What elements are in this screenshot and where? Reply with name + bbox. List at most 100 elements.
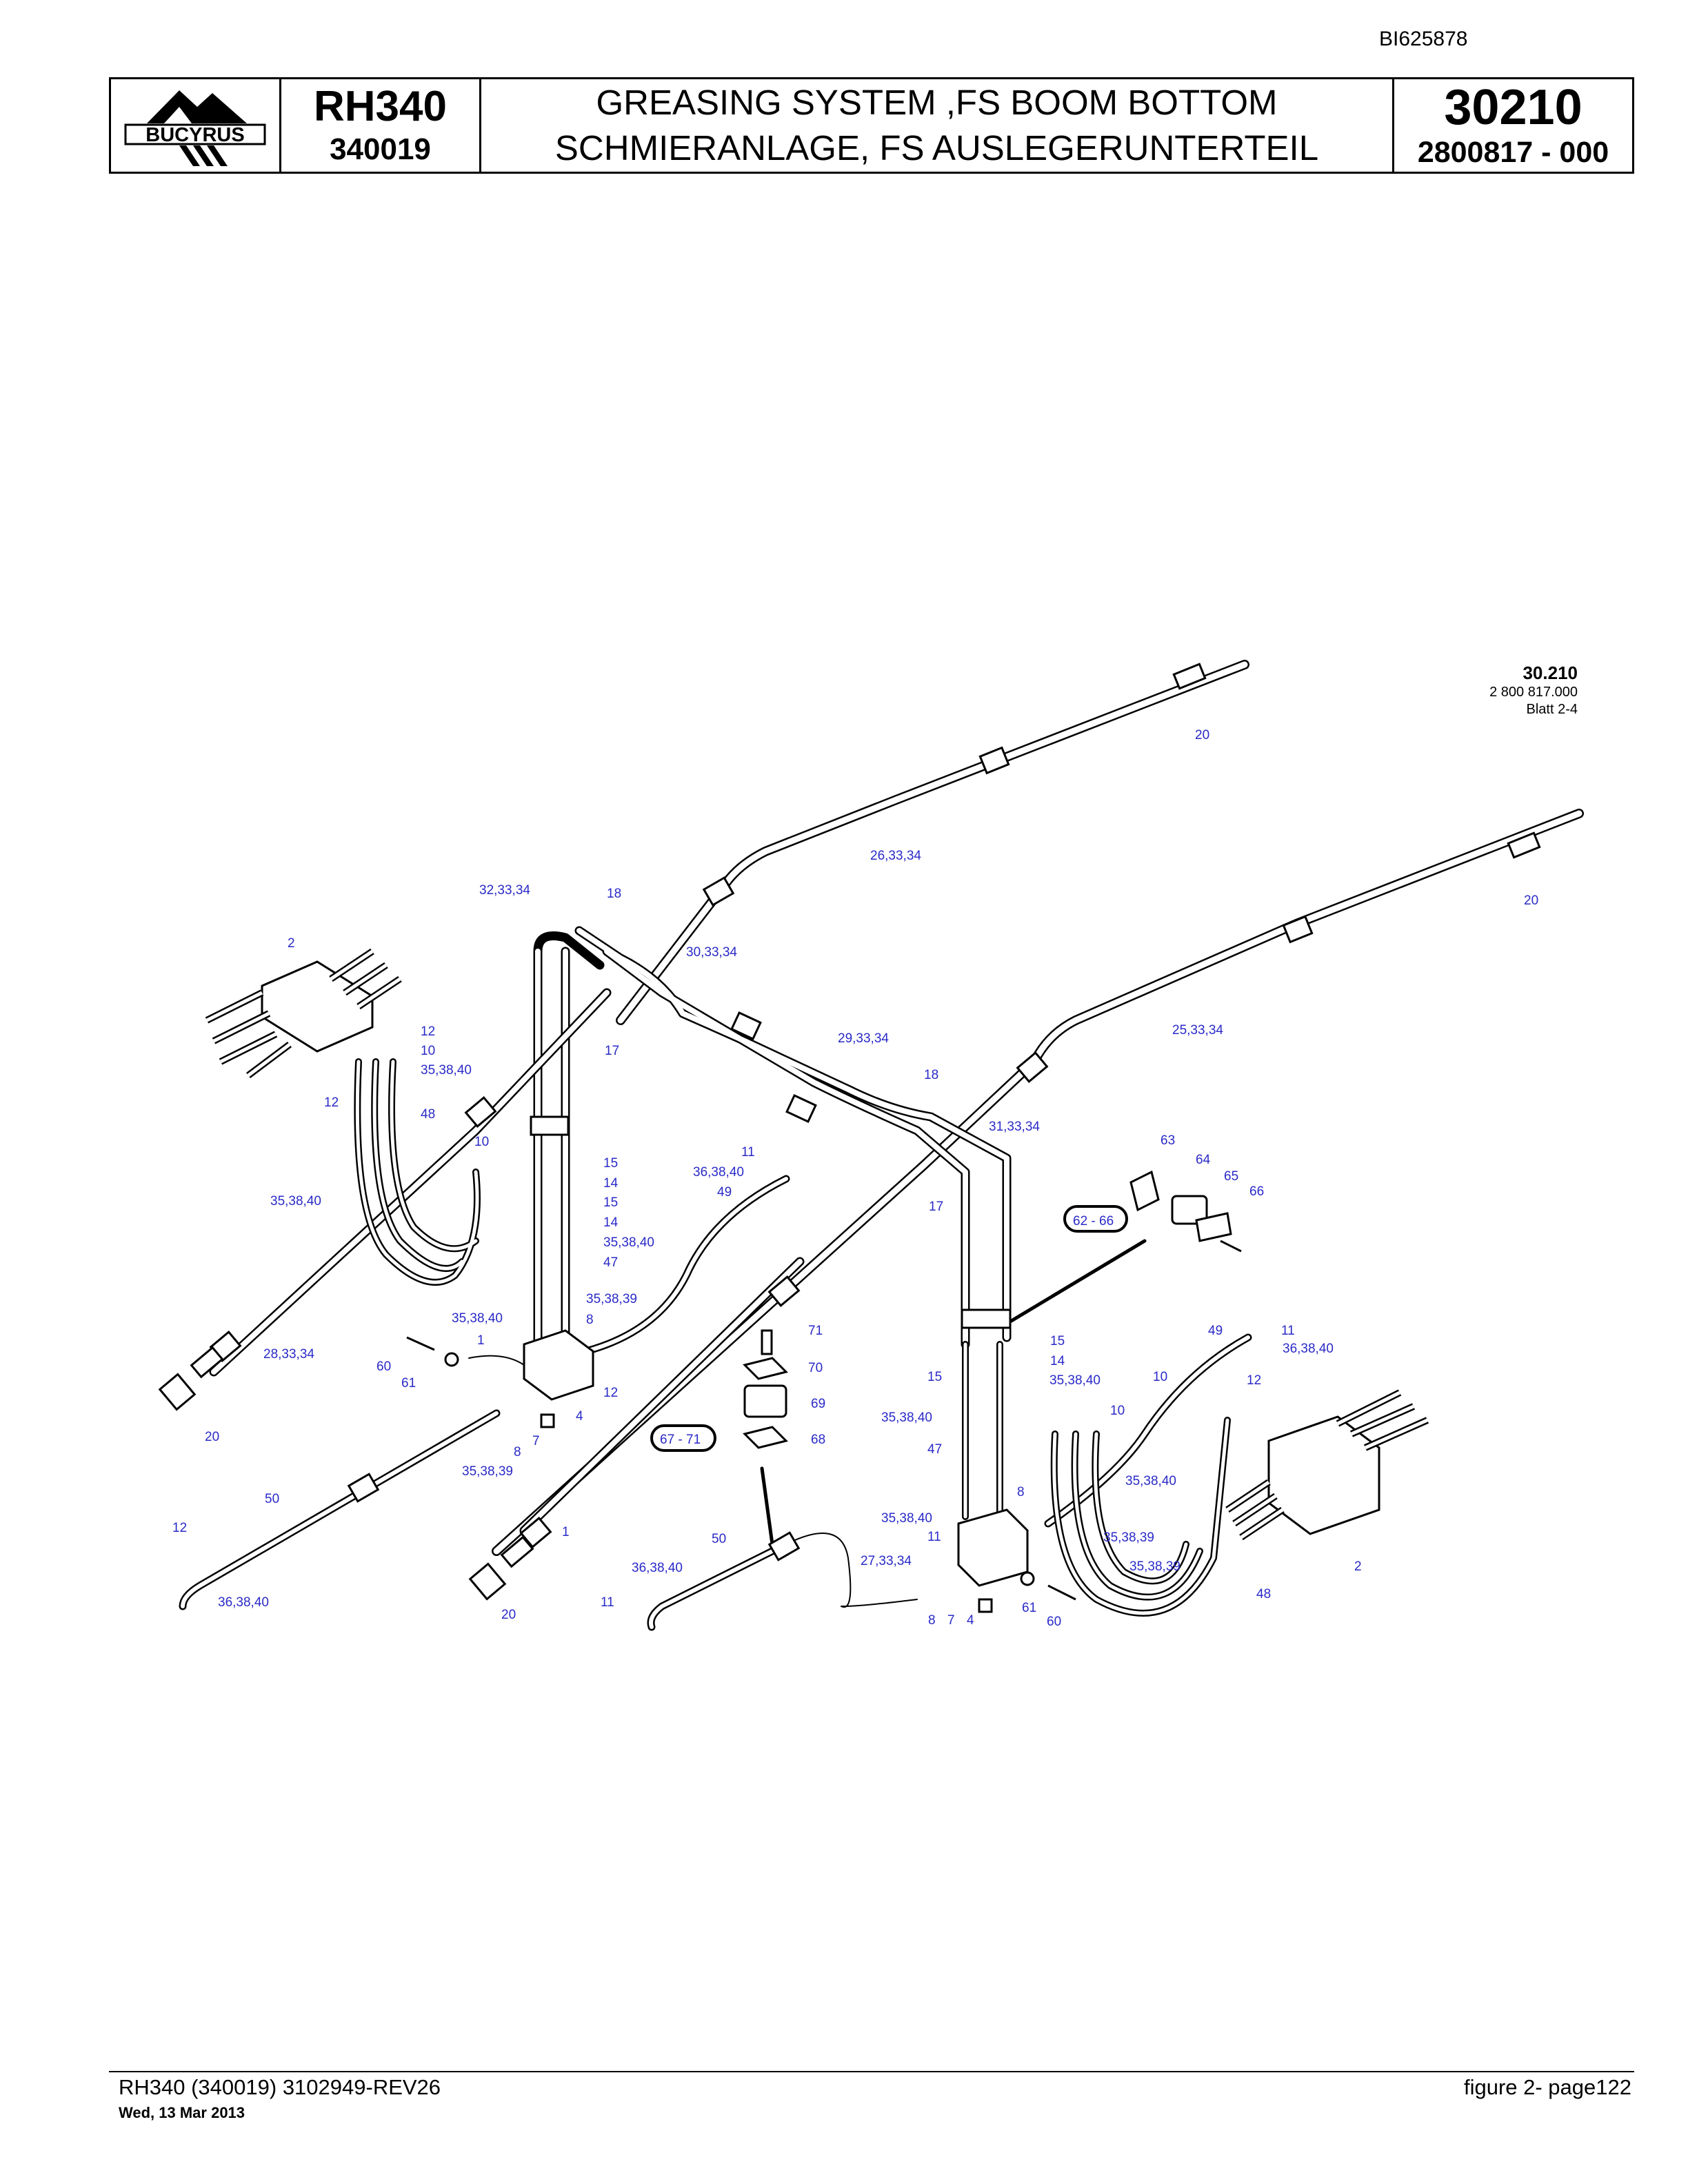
callout: 20 xyxy=(1195,728,1209,742)
footer-page-info: figure 2- page122 xyxy=(1463,2075,1631,2099)
drawing-reference: 30.210 2 800 817.000 Blatt 2-4 xyxy=(1489,662,1578,718)
couplings-20 xyxy=(158,663,1541,1601)
callout: 20 xyxy=(501,1608,516,1622)
callout: 61 xyxy=(1022,1601,1036,1615)
callout: 7 xyxy=(532,1434,540,1448)
callout: 63 xyxy=(1160,1133,1175,1148)
hose-47 xyxy=(962,1341,1003,1520)
callout: 32,33,34 xyxy=(479,883,530,898)
drawing-ref-title: 30.210 xyxy=(1523,663,1578,683)
callout: 66 xyxy=(1249,1184,1264,1199)
callout: 2 xyxy=(1354,1559,1362,1574)
callout: 15 xyxy=(603,1195,618,1210)
callout: 47 xyxy=(927,1442,942,1457)
callout: 1 xyxy=(477,1333,485,1348)
logo-cell: BUCYRUS xyxy=(111,79,281,172)
callout: 8 xyxy=(586,1313,594,1327)
callout: 10 xyxy=(421,1044,435,1058)
callout: 2 xyxy=(288,936,295,951)
callout: 4 xyxy=(967,1613,974,1628)
title-german: SCHMIERANLAGE, FS AUSLEGERUNTERTEIL xyxy=(554,128,1319,168)
callout: 47 xyxy=(603,1255,618,1270)
serial-number: 340019 xyxy=(330,132,431,166)
callout: 18 xyxy=(924,1068,938,1082)
pipe-clamps xyxy=(209,746,1314,1561)
callout: 11 xyxy=(741,1145,755,1160)
title-block: BUCYRUS RH340 340019 GREASING SYSTEM ,FS… xyxy=(109,77,1634,174)
footer-document-info: RH340 (340019) 3102949-REV26 xyxy=(119,2075,441,2099)
footer-date: Wed, 13 Mar 2013 xyxy=(119,2104,245,2121)
callout: 14 xyxy=(1050,1354,1065,1368)
callout: 35,38,40 xyxy=(1125,1474,1176,1488)
callout: 64 xyxy=(1196,1153,1211,1167)
callout: 35,38,40 xyxy=(1049,1373,1101,1388)
callout: 35,38,40 xyxy=(452,1311,503,1326)
detail-leader xyxy=(760,1239,1147,1546)
grease-line xyxy=(468,1355,918,1608)
number-cell: 30210 2800817 - 000 xyxy=(1394,79,1632,172)
callout: 36,38,40 xyxy=(693,1165,744,1180)
pipe-32 xyxy=(533,931,605,1356)
callout: 35,38,39 xyxy=(1129,1559,1180,1574)
callout: 36,38,40 xyxy=(632,1561,683,1575)
callout: 4 xyxy=(576,1409,583,1424)
callout: 48 xyxy=(421,1107,435,1122)
pipe-26 xyxy=(616,660,1249,1025)
callout: 61 xyxy=(401,1376,416,1391)
callout: 15 xyxy=(1050,1334,1065,1348)
callout: 17 xyxy=(929,1200,943,1214)
callout: 15 xyxy=(927,1370,942,1384)
callout: 49 xyxy=(717,1185,732,1200)
callout: 69 xyxy=(811,1397,825,1411)
callout: 18 xyxy=(607,887,621,901)
callout: 35,38,40 xyxy=(270,1194,321,1209)
callout: 27,33,34 xyxy=(861,1554,912,1568)
callout: 11 xyxy=(601,1595,614,1610)
callout: 35,38,39 xyxy=(1103,1530,1154,1545)
callout: 35,38,40 xyxy=(421,1063,472,1078)
callout: 28,33,34 xyxy=(263,1347,314,1362)
callout: 14 xyxy=(603,1176,619,1191)
callout: 8 xyxy=(928,1613,936,1628)
callout: 36,38,40 xyxy=(218,1595,269,1610)
callout: 50 xyxy=(712,1532,726,1546)
callout: 35,38,39 xyxy=(586,1292,637,1306)
callout: 12 xyxy=(324,1095,339,1110)
drawing-number: 2800817 - 000 xyxy=(1417,136,1609,169)
callout-labels: 20 26,33,34 20 32,33,34 18 30,33,34 2 25… xyxy=(172,728,1538,1629)
distributor-blocks xyxy=(261,960,1380,1587)
pipe-49 xyxy=(582,1175,1252,1528)
callout: 30,33,34 xyxy=(686,945,737,960)
callout: 12 xyxy=(172,1521,187,1535)
callout: 10 xyxy=(474,1135,489,1149)
clamp-detail xyxy=(743,1170,1242,1449)
callout: 60 xyxy=(376,1359,391,1374)
callout: 62 - 66 xyxy=(1073,1214,1114,1228)
callout: 48 xyxy=(1256,1587,1271,1601)
detail-callout-ovals xyxy=(650,1205,1128,1452)
callout: 60 xyxy=(1047,1615,1061,1629)
callout: 8 xyxy=(514,1445,521,1459)
callout: 12 xyxy=(603,1386,618,1400)
bolts xyxy=(406,1336,1076,1613)
model-cell: RH340 340019 xyxy=(281,79,481,172)
callout: 29,33,34 xyxy=(838,1031,889,1046)
title-cell: GREASING SYSTEM ,FS BOOM BOTTOM SCHMIERA… xyxy=(481,79,1394,172)
drawing-ref-sheet: Blatt 2-4 xyxy=(1526,702,1578,717)
callout: 50 xyxy=(265,1492,279,1506)
callout: 8 xyxy=(1017,1485,1025,1499)
callout: 36,38,40 xyxy=(1283,1342,1334,1356)
callout: 25,33,34 xyxy=(1172,1023,1223,1038)
callout: 20 xyxy=(1524,893,1538,908)
callout: 70 xyxy=(808,1361,823,1375)
callout: 17 xyxy=(605,1044,619,1058)
footer-rule xyxy=(109,2071,1634,2072)
callout: 35,38,40 xyxy=(881,1511,932,1526)
callout: 35,38,39 xyxy=(462,1464,513,1479)
callout: 20 xyxy=(205,1430,219,1444)
callout: 49 xyxy=(1208,1324,1223,1338)
callout: 10 xyxy=(1153,1370,1167,1384)
callout: 10 xyxy=(1110,1404,1125,1418)
callout: 12 xyxy=(421,1024,435,1039)
